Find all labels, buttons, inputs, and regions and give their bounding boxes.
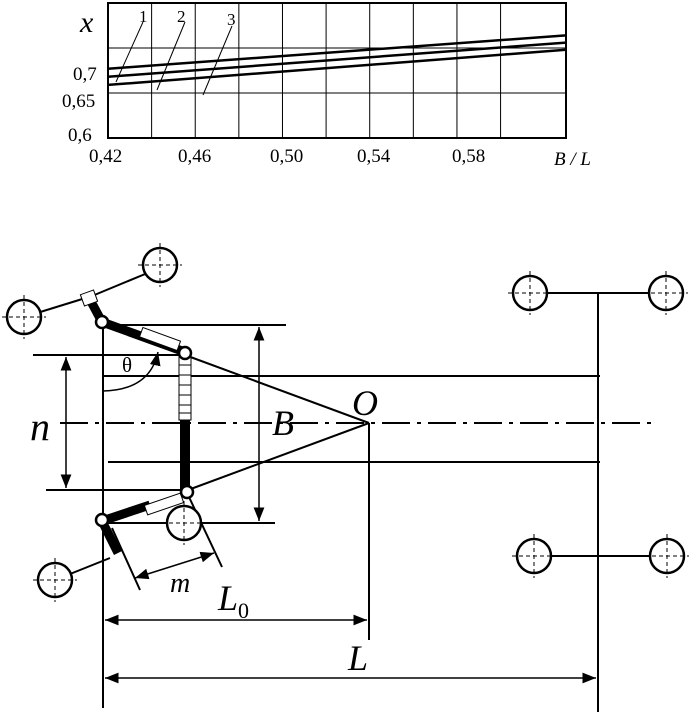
x-tick-label-0: 0,42 bbox=[89, 146, 122, 167]
x-tick-label-1: 0,46 bbox=[178, 146, 211, 167]
lower-steering-arm bbox=[100, 500, 152, 526]
label-l0-main: L bbox=[217, 578, 238, 618]
label-l0: L0 bbox=[217, 578, 249, 623]
diagram-labels: n θ B O m L0 L bbox=[30, 353, 378, 678]
x-axis-title: B / L bbox=[554, 149, 591, 170]
label-m: m bbox=[170, 568, 190, 599]
upper-arm-joint bbox=[177, 345, 193, 361]
series-1-leader bbox=[115, 21, 144, 83]
label-l: L bbox=[347, 638, 368, 678]
upper-pivot-joint bbox=[94, 314, 110, 330]
x-tick-label-2: 0,50 bbox=[270, 146, 303, 167]
wheels bbox=[2, 243, 689, 602]
linkage-hatching bbox=[79, 289, 192, 516]
theta-arc bbox=[102, 351, 161, 392]
wheel-right-top-left bbox=[508, 271, 552, 315]
series-2-label: 2 bbox=[177, 7, 186, 26]
m-ext-line-1 bbox=[111, 527, 141, 591]
triangle-bottom-edge bbox=[187, 422, 370, 491]
triangle-top-edge bbox=[184, 354, 370, 424]
label-l0-sub: 0 bbox=[238, 598, 249, 623]
series-1-label: 1 bbox=[139, 7, 148, 26]
series-3-leader bbox=[202, 25, 233, 96]
wheel-rear-left-bottom bbox=[33, 558, 77, 602]
series-line-2 bbox=[107, 41, 567, 79]
chart-frame bbox=[107, 2, 567, 139]
series-2-leader bbox=[156, 21, 186, 91]
series-line-3 bbox=[107, 48, 567, 87]
upper-arm-hatch bbox=[138, 326, 182, 352]
x-tick-label-4: 0,58 bbox=[452, 146, 485, 167]
series-line-1 bbox=[107, 34, 567, 70]
tie-rod-joint bbox=[179, 484, 195, 500]
x-tick-label-3: 0,54 bbox=[357, 146, 391, 167]
upper-knuckle-hatch bbox=[79, 289, 99, 307]
label-theta: θ bbox=[122, 353, 132, 377]
y-tick-label-1: 0,65 bbox=[62, 91, 95, 112]
joints bbox=[94, 314, 195, 528]
label-n: n bbox=[30, 404, 50, 449]
chart-series bbox=[107, 34, 567, 87]
wheel-right-top-right bbox=[644, 271, 688, 315]
wheel-right-bottom-right bbox=[645, 534, 689, 578]
y-tick-label-2: 0,6 bbox=[68, 125, 92, 146]
wheel-rear-left-top bbox=[2, 295, 46, 339]
wheel-right-bottom-left bbox=[512, 534, 556, 578]
wheel-front-left-top bbox=[138, 243, 182, 287]
chart: x 0,7 0,65 0,6 0,42 0,46 0,50 0,54 0,58 … bbox=[62, 2, 591, 170]
upper-top-arm bbox=[91, 271, 151, 297]
series-3-label: 3 bbox=[227, 10, 236, 29]
label-b: B bbox=[272, 403, 294, 443]
m-dimension-arrow bbox=[134, 551, 215, 580]
y-axis-title: x bbox=[79, 6, 94, 39]
label-o: O bbox=[352, 383, 378, 423]
geometry-diagram bbox=[33, 271, 665, 712]
lower-arm-hatch bbox=[143, 492, 185, 516]
lower-pivot-joint bbox=[94, 512, 110, 528]
y-tick-label-0: 0,7 bbox=[73, 64, 97, 85]
wheel-center-lower bbox=[162, 501, 206, 545]
